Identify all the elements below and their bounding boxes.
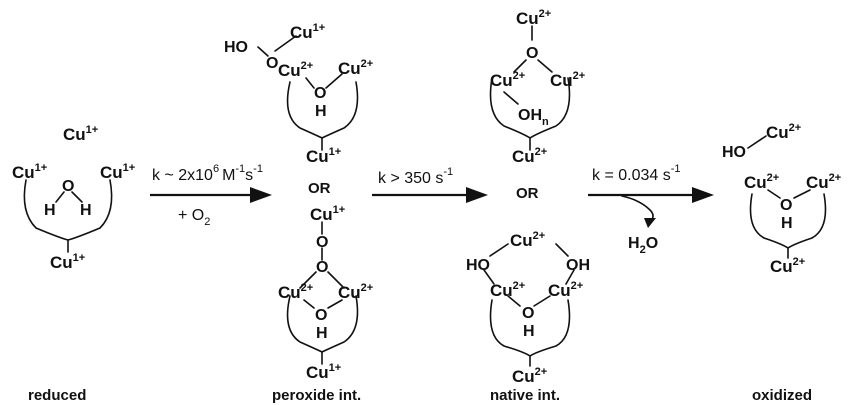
step3-water-product: H2O (628, 235, 658, 256)
native-o-cu-right (537, 59, 553, 73)
peroxide-lower-o-cu-right (327, 271, 345, 289)
peroxide-species-lower: Cu1+ O O Cu2+ Cu2+ O H Cu1+ (278, 204, 373, 382)
peroxide-o-cu-bond (274, 35, 297, 52)
step2-arrow-group: k > 350 s-1 (372, 166, 488, 203)
native-o-cu-left (513, 59, 527, 73)
native-species-upper: Cu2+ O Cu2+ Cu2+ OHn Cu2+ (489, 8, 585, 166)
reduced-cu-right: Cu1+ (100, 162, 135, 182)
peroxide-lower-bridge-left (303, 299, 315, 309)
peroxide-cu-left: Cu2+ (278, 60, 313, 80)
reduced-water-oxygen: O (62, 178, 74, 195)
step1-arrowhead (250, 187, 272, 203)
oxidized-bridge-o-label: O (780, 197, 792, 214)
peroxide-lower-bridge-o-label: O (315, 307, 327, 324)
reduced-water-h-right: H (80, 202, 92, 219)
oxidized-cu-bottom: Cu2+ (770, 256, 805, 276)
oxidized-hydroxo-label: HO (722, 144, 746, 161)
oxidized-species: HO Cu2+ Cu2+ Cu2+ O H Cu2+ (722, 122, 841, 276)
native-lower-cu-bottom: Cu2+ (512, 366, 547, 386)
reduced-water-h-left: H (44, 202, 56, 219)
oxidized-caption: oxidized (752, 387, 812, 404)
native-lower-hydroxo-right: OH (566, 257, 590, 274)
native-lower-ho-cu-bond (489, 243, 509, 257)
peroxide-bridge-h-label: H (315, 103, 327, 120)
peroxide-lower-o-cu-left (299, 271, 317, 289)
native-lower-bridge-right (533, 295, 551, 307)
peroxide-lower-cu-bottom: Cu1+ (306, 362, 341, 382)
peroxide-bridge-o-bond-left (305, 77, 315, 89)
native-cu-ohn-bond (503, 91, 519, 105)
peroxide-o-o-bond (257, 46, 269, 57)
oxidized-ho-cu-bond (747, 135, 767, 149)
peroxide-bridge-o-label: O (314, 85, 326, 102)
peroxide-lower-cu-right: Cu2+ (338, 282, 373, 302)
native-lower-bridge-h-label: H (523, 323, 535, 340)
step3-arrowhead (692, 187, 714, 203)
native-lower-bridge-o-label: O (522, 305, 534, 322)
step2-arrowhead (466, 187, 488, 203)
oxidized-bridge-h-label: H (781, 215, 793, 232)
reduced-species: Cu1+ Cu1+ Cu1+ O H H Cu1+ reduced (12, 124, 135, 404)
step1-reagent: + O2 (178, 207, 210, 228)
native-cu-left: Cu2+ (490, 70, 525, 90)
peroxide-bridge-o-bond-right (325, 73, 343, 89)
native-lower-cu-left: Cu2+ (490, 280, 525, 300)
native-lower-cu-oh-bond (555, 243, 569, 257)
peroxide-or-label: OR (308, 180, 331, 197)
reduced-o-h-bond-right (71, 191, 83, 203)
peroxide-hydroxo-label: HO (224, 39, 248, 56)
peroxide-lower-bridge-h-label: H (316, 325, 328, 342)
native-ohn-label: OHn (518, 107, 549, 128)
peroxide-cu-right: Cu2+ (338, 58, 373, 78)
oxidized-cu-right: Cu2+ (806, 172, 841, 192)
native-species-lower: Cu2+ HO OH Cu2+ Cu2+ O H Cu2+ (466, 230, 590, 386)
step3-arrow-group: k = 0.034 s-1 H2O (588, 163, 714, 256)
reduced-o-h-bond-left (55, 191, 65, 203)
peroxide-caption: peroxide int. (272, 387, 361, 404)
reduced-cu-bottom: Cu1+ (50, 252, 85, 272)
peroxide-o-label: O (266, 55, 278, 72)
oxidized-cu-terminal: Cu2+ (766, 122, 801, 142)
native-lower-ho-cu-left (483, 269, 495, 285)
native-lower-oh-cu-right (565, 269, 575, 285)
oxidized-cu-left: Cu2+ (744, 172, 779, 192)
native-cu-bottom: Cu2+ (512, 146, 547, 166)
peroxide-lower-cu-left: Cu2+ (278, 282, 313, 302)
native-caption: native int. (490, 387, 560, 404)
step3-rate-constant: k = 0.034 s-1 (592, 163, 681, 184)
peroxide-species-upper: Cu1+ HO O Cu2+ Cu2+ O H Cu1+ (224, 22, 373, 166)
native-lower-cu-top: Cu2+ (510, 230, 545, 250)
peroxide-lower-o2-label: O (316, 259, 328, 276)
native-lower-hydroxo-left: HO (466, 257, 490, 274)
native-cu-right: Cu2+ (550, 70, 585, 90)
native-or-label: OR (516, 185, 539, 202)
peroxide-lower-bridge-right (327, 299, 343, 309)
oxidized-bridge-right (793, 189, 811, 199)
reduced-cu-left: Cu1+ (12, 162, 47, 182)
native-cu-top: Cu2+ (516, 8, 551, 28)
step2-rate-constant: k > 350 s-1 (378, 166, 453, 187)
peroxide-lower-cu-top: Cu1+ (310, 204, 345, 224)
native-lower-bridge-left (507, 295, 521, 307)
native-lower-cu-right: Cu2+ (548, 280, 583, 300)
step3-water-release-arrowhead (644, 218, 656, 228)
native-o-label: O (526, 45, 538, 62)
oxidized-bridge-left (767, 189, 781, 199)
peroxide-lower-ligand-bracket (286, 295, 359, 353)
reduced-caption: reduced (28, 387, 86, 404)
reduced-cu-top: Cu1+ (63, 124, 98, 144)
peroxide-lower-o1-label: O (316, 234, 328, 251)
peroxide-cu-terminal: Cu1+ (290, 22, 325, 42)
peroxide-cu-bottom: Cu1+ (306, 146, 341, 166)
